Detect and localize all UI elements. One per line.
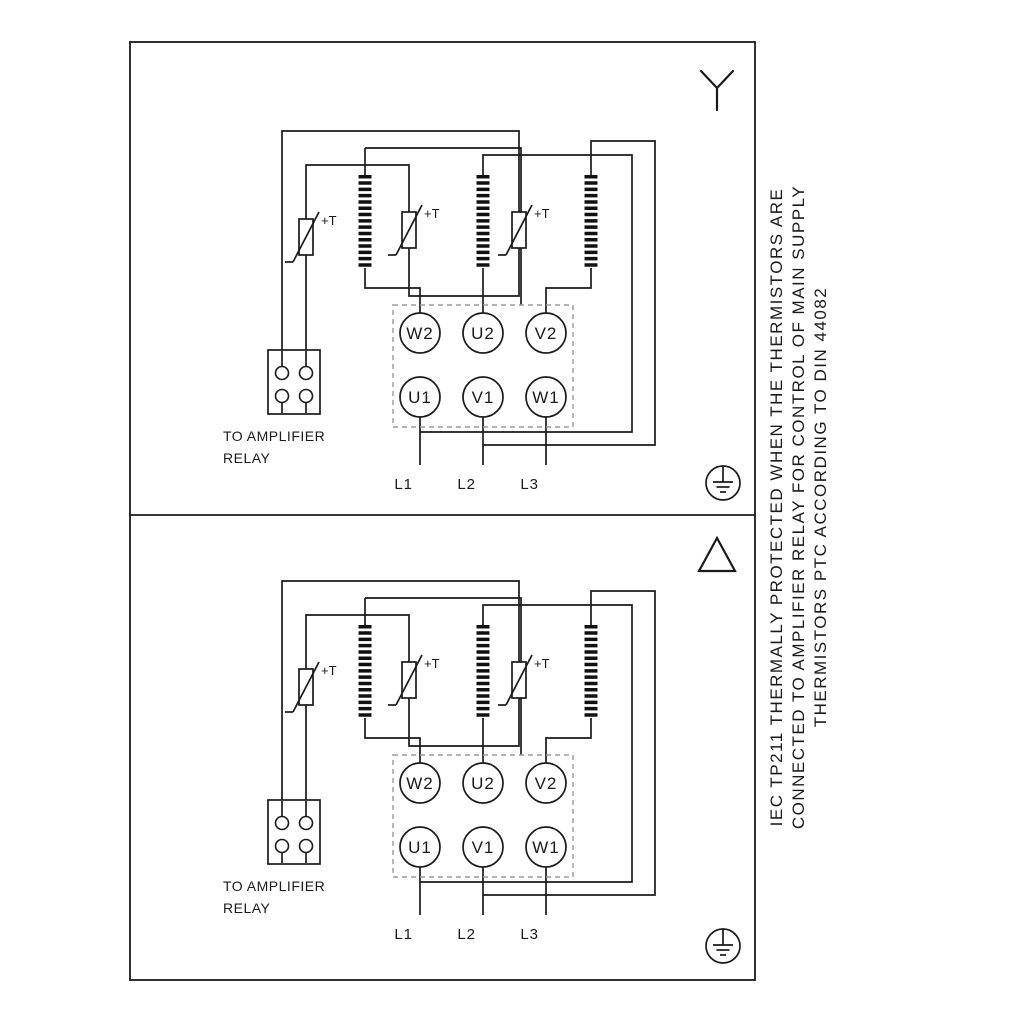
side-note-line2: CONNECTED TO AMPLIFIER RELAY FOR CONTROL… <box>789 185 808 829</box>
delta-connection-icon <box>697 535 737 573</box>
side-note-line1: IEC TP211 THERMALLY PROTECTED WHEN THE T… <box>767 188 786 827</box>
earth-ground-icon <box>705 928 741 964</box>
side-note: IEC TP211 THERMALLY PROTECTED WHEN THE T… <box>767 185 830 829</box>
earth-ground-icon <box>705 465 741 501</box>
delta-connection-panel <box>223 581 655 943</box>
diagram-frame <box>129 41 756 981</box>
wye-connection-icon <box>699 69 735 112</box>
side-note-line3: THERMISTORS PTC ACCORDING TO DIN 44082 <box>811 287 830 728</box>
star-connection-panel <box>223 131 655 493</box>
